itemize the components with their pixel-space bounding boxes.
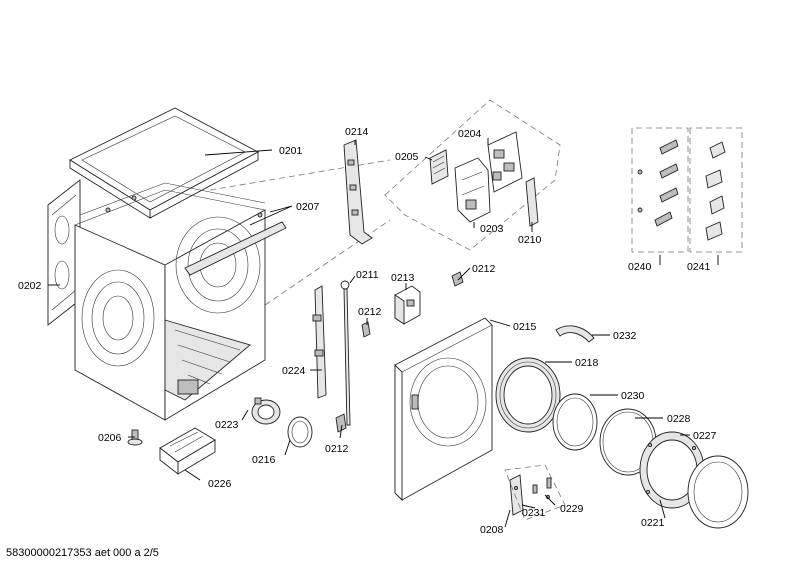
label-0212-c: 0212	[325, 443, 349, 455]
label-0213: 0213	[391, 272, 415, 284]
label-0206: 0206	[98, 432, 122, 444]
label-0208: 0208	[480, 524, 504, 536]
pump-housing-part	[251, 397, 281, 425]
top-cover-part	[69, 107, 259, 219]
label-0216: 0216	[252, 454, 276, 466]
label-0210: 0210	[518, 234, 542, 246]
rod-part	[340, 280, 351, 426]
document-code: 58300000217353 aet 000 a 2/5	[6, 547, 159, 559]
ring-0230-part	[552, 393, 598, 451]
kit-0241-parts	[705, 141, 726, 241]
label-0227: 0227	[693, 430, 717, 442]
part-labels: 0201 0202 0203 0204 0205 0206 0207 0208 …	[18, 126, 717, 536]
rail-0224-part	[312, 285, 327, 399]
dashed-group-outlines	[209, 99, 743, 306]
label-0212-a: 0212	[472, 263, 496, 275]
label-0226: 0226	[208, 478, 232, 490]
label-0212-b: 0212	[358, 306, 382, 318]
label-0205: 0205	[395, 151, 419, 163]
label-0211: 0211	[356, 269, 379, 281]
label-0241: 0241	[687, 261, 711, 273]
front-panel-part	[394, 317, 493, 502]
cabinet-body-part	[74, 182, 287, 421]
leader-lines	[48, 138, 719, 528]
label-0230: 0230	[621, 390, 645, 402]
label-0240: 0240	[628, 261, 652, 273]
label-0215: 0215	[513, 321, 537, 333]
door-frame-0221-part	[687, 455, 749, 529]
kit-0240-parts	[637, 139, 679, 227]
label-0202: 0202	[18, 280, 42, 292]
foot-part	[127, 429, 143, 446]
module-0213-part	[394, 285, 421, 325]
label-0224: 0224	[282, 365, 306, 377]
label-0221: 0221	[641, 517, 665, 529]
label-0232: 0232	[613, 330, 637, 342]
label-0204: 0204	[458, 128, 482, 140]
filter-cover-part	[287, 416, 313, 448]
label-0229: 0229	[560, 503, 584, 515]
label-0214: 0214	[345, 126, 369, 138]
electronics-parts	[429, 131, 539, 227]
label-0228: 0228	[667, 413, 691, 425]
door-ring-0218-part	[495, 357, 561, 433]
base-tray-part	[159, 427, 216, 475]
bracket-0232-part	[555, 325, 595, 343]
label-0203: 0203	[480, 223, 504, 235]
label-0218: 0218	[575, 357, 599, 369]
label-0207: 0207	[296, 201, 320, 213]
label-0201: 0201	[279, 145, 303, 157]
label-0231: 0231	[522, 507, 546, 519]
clip-parts	[335, 271, 464, 433]
label-0223: 0223	[215, 419, 239, 431]
rail-0214-part	[343, 139, 373, 245]
